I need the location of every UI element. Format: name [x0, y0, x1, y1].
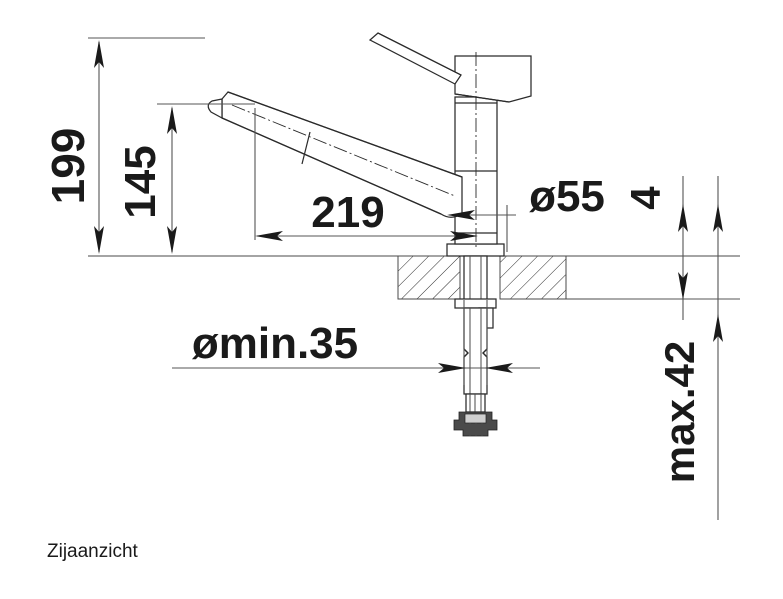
dimension-dmin35-group: ømin.35 [172, 300, 540, 385]
shank-break-line-left [463, 348, 469, 358]
dim-d55-arrow-left [447, 210, 475, 220]
dimension-199-group: 199 [42, 37, 205, 254]
spout-tube [221, 91, 463, 218]
dim-max42-arrow-lower [713, 314, 723, 342]
dim-145-label: 145 [116, 145, 165, 218]
dim-219-arrow-left [255, 231, 283, 241]
dim-dmin35-label: ømin.35 [192, 319, 358, 368]
dim-219-arrow-right [450, 231, 478, 241]
counter-slab-right-outline [499, 255, 567, 300]
spout-joint-line [301, 131, 311, 165]
counter-slab-left-outline [397, 255, 461, 300]
dim-4-label: 4 [622, 186, 669, 210]
spout-upper-edge [227, 91, 463, 178]
mounting-shank-assembly [453, 255, 498, 437]
dim-max42-label: max.42 [656, 341, 703, 483]
base-flange [446, 243, 505, 257]
cartridge-bottom-angle-line [454, 93, 510, 103]
dimension-145-group: 145 [116, 103, 255, 254]
lever-top-edge [377, 32, 462, 76]
dim-145-arrow-bottom [167, 226, 177, 254]
mounting-washer [454, 298, 497, 309]
view-caption: Zijaanzicht [47, 541, 139, 562]
counter-hatch-right [500, 256, 566, 299]
shank-break-line-right [482, 348, 488, 358]
dimension-4-group: 4 [622, 176, 688, 320]
counter-hatch-left [398, 256, 460, 299]
dim-4-arrow-top [678, 204, 688, 232]
spout-lower-edge [221, 117, 442, 215]
dim-199-arrow-bottom [94, 226, 104, 254]
dim-145-arrow-top [167, 106, 177, 134]
shank-through-counter [463, 255, 488, 301]
dim-199-label: 199 [42, 128, 94, 205]
dimension-219-group: 219 [254, 108, 478, 241]
faucet-body-assembly [207, 32, 532, 257]
dim-max42-arrow-top [713, 204, 723, 232]
dim-dmin35-arrow-left [438, 363, 466, 373]
dim-219-label: 219 [311, 188, 384, 237]
aerator-nose [207, 98, 223, 120]
dimension-d55-group: ø55 [447, 172, 605, 252]
dimension-max42-group: max.42 [600, 176, 740, 520]
dim-dmin35-arrow-right [485, 363, 513, 373]
lower-shank [463, 307, 488, 395]
spout-centreline [231, 104, 456, 197]
fixing-nut-face [464, 413, 487, 424]
dim-4-arrow-bottom [678, 272, 688, 300]
dim-d55-label: ø55 [529, 172, 605, 221]
dim-199-arrow-top [94, 40, 104, 68]
counter-top-assembly [88, 255, 740, 300]
lever-handle [368, 32, 462, 85]
cartridge-housing [454, 55, 532, 103]
